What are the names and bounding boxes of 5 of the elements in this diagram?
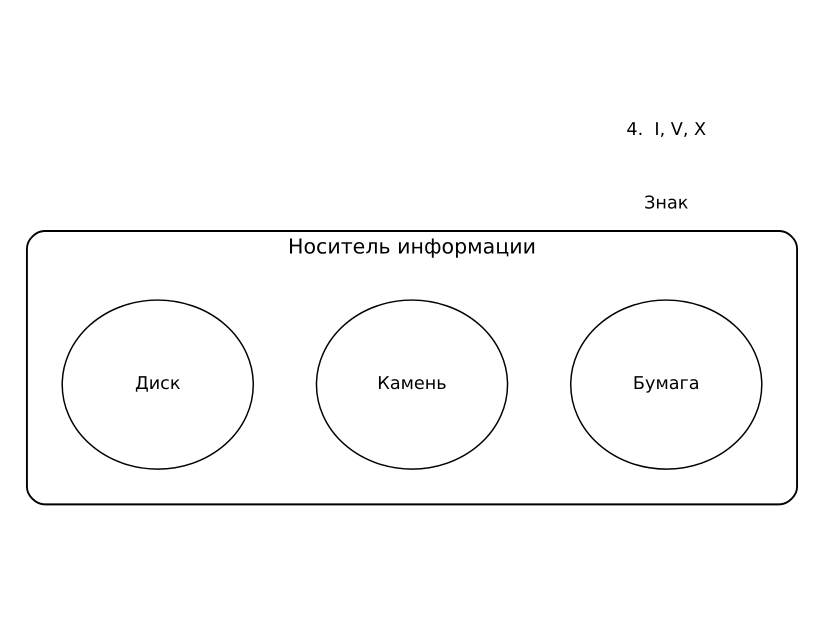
node-ellipse: Камень	[315, 299, 508, 470]
label: Знак	[644, 193, 688, 214]
node-ellipse: Бумага	[570, 299, 762, 470]
node-ellipse: Диск	[60, 299, 254, 470]
label: 4. I, V, X	[626, 120, 706, 140]
